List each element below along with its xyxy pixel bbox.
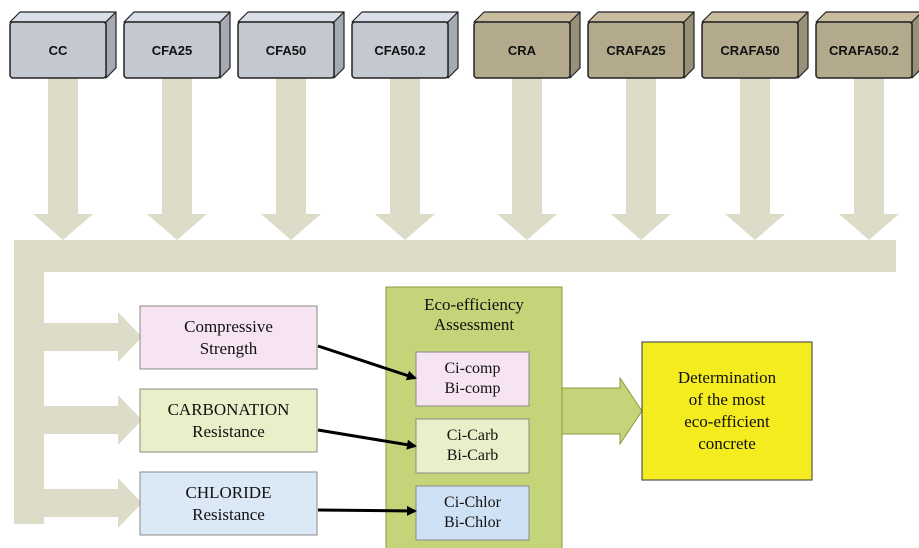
down-arrow-cfa50-2 xyxy=(375,72,435,240)
result-line4: concrete xyxy=(698,434,756,454)
result-rect xyxy=(641,341,813,481)
assessment-title: Eco-efficiency Assessment xyxy=(386,291,562,339)
cube-side-face xyxy=(219,11,231,79)
result-line1: Determination xyxy=(677,367,777,387)
result-line3: eco-efficient xyxy=(684,412,770,431)
cube-label: CRAFA50 xyxy=(720,43,779,58)
down-arrow-cc xyxy=(33,72,93,240)
cube-side-face xyxy=(569,11,581,79)
cube-top-face xyxy=(123,11,231,23)
cube-side-face xyxy=(447,11,459,79)
assessment-item-line2: Bi-Chlor xyxy=(444,514,501,531)
property-rect-3 xyxy=(139,471,318,536)
left-trunk xyxy=(14,240,44,524)
cube-top-face xyxy=(815,11,919,23)
cube-cfa50: CFA50 xyxy=(237,11,345,79)
property-rect-1 xyxy=(139,305,318,370)
down-arrow-crafa50-2 xyxy=(839,72,899,240)
down-arrow-cfa50 xyxy=(261,72,321,240)
cube-cc: CC xyxy=(9,11,117,79)
cube-label: CFA50.2 xyxy=(374,43,425,58)
assessment-title-line1: Eco-efficiency xyxy=(424,294,524,314)
down-arrow-crafa50 xyxy=(725,72,785,240)
cube-top-face xyxy=(9,11,117,23)
property-box-chloride-resistance: CHLORIDE Resistance xyxy=(140,472,317,535)
connector-arrow-3 xyxy=(317,505,417,516)
result-arrow xyxy=(561,376,643,446)
connector-arrow-1 xyxy=(317,344,417,381)
property-label-line1: CHLORIDE xyxy=(185,483,272,503)
cube-front-face xyxy=(587,21,685,79)
assessment-item-comp: Ci-comp Bi-comp xyxy=(416,352,529,406)
branch-arrow-3 xyxy=(44,478,142,528)
cube-top-face xyxy=(473,11,581,23)
down-arrow-cra xyxy=(497,72,557,240)
cube-front-face xyxy=(123,21,221,79)
cube-label: CC xyxy=(49,43,68,58)
property-label-line2: Strength xyxy=(199,338,258,358)
cube-crafa50-2: CRAFA50.2 xyxy=(815,11,919,79)
assessment-item-rect-1 xyxy=(415,351,530,407)
cube-top-face xyxy=(237,11,345,23)
cube-label: CRA xyxy=(508,43,537,58)
cube-label: CRAFA50.2 xyxy=(829,43,899,58)
down-arrow-cfa25 xyxy=(147,72,207,240)
property-label-line1: Compressive xyxy=(184,317,273,337)
cube-side-face xyxy=(105,11,117,79)
property-label-line1: CARBONATION xyxy=(167,400,290,420)
branch-arrow-1 xyxy=(44,312,142,362)
cube-top-face xyxy=(587,11,695,23)
property-box-compressive-strength: Compressive Strength xyxy=(140,306,317,369)
cube-side-face xyxy=(683,11,695,79)
assessment-item-rect-2 xyxy=(415,418,530,474)
property-label-line2: Resistance xyxy=(192,504,265,524)
cube-cfa25: CFA25 xyxy=(123,11,231,79)
cube-front-face xyxy=(815,21,913,79)
cube-top-face xyxy=(701,11,809,23)
cube-cfa50-2: CFA50.2 xyxy=(351,11,459,79)
cube-label: CFA25 xyxy=(152,43,192,58)
cube-label: CFA50 xyxy=(266,43,306,58)
assessment-item-rect-3 xyxy=(415,485,530,541)
collector-bar xyxy=(14,240,896,272)
cube-side-face xyxy=(911,14,919,79)
cube-cra: CRA xyxy=(473,11,581,79)
assessment-title-line2: Assessment xyxy=(433,315,515,334)
assessment-item-line2: Bi-comp xyxy=(444,380,501,397)
property-label-line2: Resistance xyxy=(192,421,265,441)
cube-label: CRAFA25 xyxy=(606,43,665,58)
cube-crafa25: CRAFA25 xyxy=(587,11,695,79)
assessment-item-carb: Ci-Carb Bi-Carb xyxy=(416,419,529,473)
assessment-item-line1: Ci-comp xyxy=(444,360,501,377)
result-line2: of the most xyxy=(688,389,766,409)
assessment-item-line1: Ci-Chlor xyxy=(444,494,501,511)
cube-side-face xyxy=(333,11,345,79)
assessment-item-chlor: Ci-Chlor Bi-Chlor xyxy=(416,486,529,540)
assessment-item-line2: Bi-Carb xyxy=(446,447,499,464)
cube-front-face xyxy=(351,21,449,79)
cube-side-face xyxy=(797,11,809,79)
cube-front-face xyxy=(701,21,799,79)
property-rect-2 xyxy=(139,388,318,453)
property-box-carbonation-resistance: CARBONATION Resistance xyxy=(140,389,317,452)
assessment-item-line1: Ci-Carb xyxy=(446,427,499,444)
branch-arrow-2 xyxy=(44,395,142,445)
down-arrow-crafa25 xyxy=(611,72,671,240)
cube-front-face xyxy=(9,21,107,79)
cube-crafa50: CRAFA50 xyxy=(701,11,809,79)
connector-arrow-2 xyxy=(317,428,417,450)
cube-front-face xyxy=(473,21,571,79)
cube-front-face xyxy=(237,21,335,79)
cube-top-face xyxy=(351,11,459,23)
result-box: Determination of the most eco-efficient … xyxy=(642,342,812,480)
